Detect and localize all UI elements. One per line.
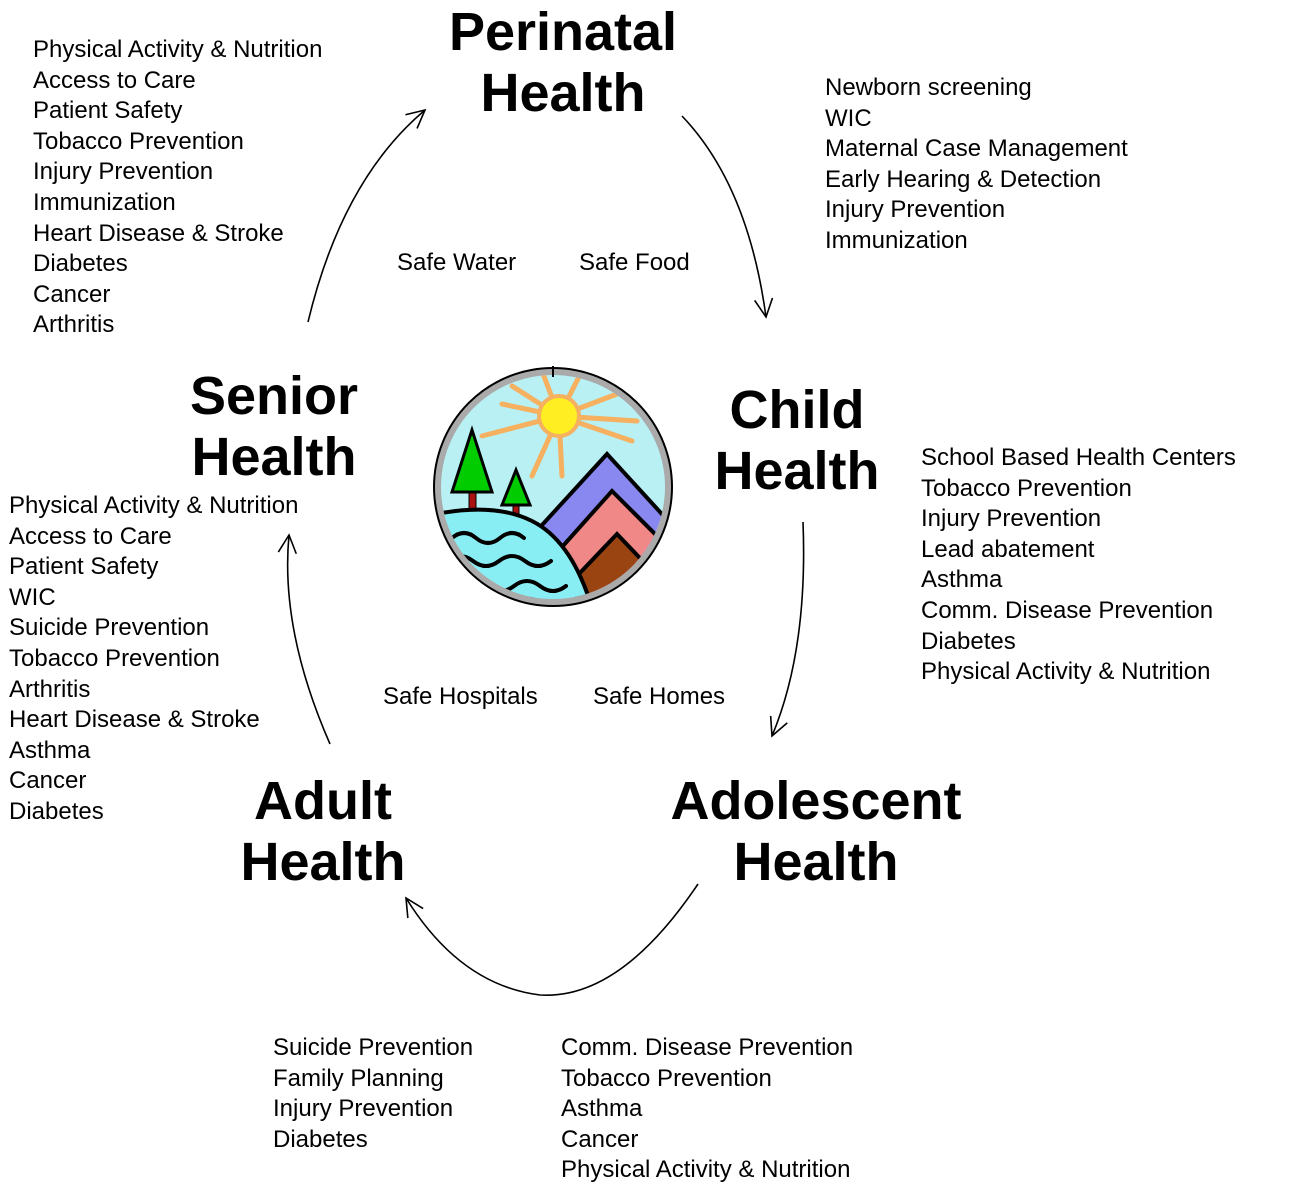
list-item: Heart Disease & Stroke xyxy=(33,219,284,247)
list-item: Injury Prevention xyxy=(825,196,1006,224)
safe-hospitals-label: Safe Hospitals xyxy=(383,683,538,710)
child-title-line2: Health xyxy=(714,441,880,501)
list-item: Physical Activity & Nutrition xyxy=(921,658,1211,686)
adult-programs-list: Suicide Prevention Family Planning Injur… xyxy=(273,1033,473,1155)
adolescent-programs-list: Comm. Disease Prevention Tobacco Prevent… xyxy=(561,1033,853,1186)
list-item: Cancer xyxy=(9,767,87,795)
list-item: Diabetes xyxy=(273,1125,368,1153)
list-item: Newborn screening xyxy=(825,74,1032,101)
list-item: WIC xyxy=(9,583,56,611)
list-item: Diabetes xyxy=(9,797,104,825)
list-item: Injury Prevention xyxy=(921,505,1102,533)
list-item: Immunization xyxy=(825,226,968,254)
senior-title-line2: Health xyxy=(191,427,357,487)
list-item: Arthritis xyxy=(33,311,115,339)
list-item: Maternal Case Management xyxy=(825,135,1128,163)
list-item: Injury Prevention xyxy=(273,1095,454,1123)
adolescent-health-title: Adolescent Health xyxy=(666,771,966,893)
tree-icon xyxy=(449,425,495,494)
list-item: WIC xyxy=(825,104,872,132)
safe-food-label: Safe Food xyxy=(579,249,690,276)
child-adolescent-programs-list: School Based Health Centers Tobacco Prev… xyxy=(921,443,1236,688)
arrow-child-to-adolescent xyxy=(769,521,805,738)
list-item: Patient Safety xyxy=(9,553,159,581)
list-item: Comm. Disease Prevention xyxy=(921,596,1214,624)
arrow-adult-to-senior xyxy=(277,533,331,745)
list-item: Asthma xyxy=(561,1095,643,1123)
adolescent-title-line1: Adolescent xyxy=(670,771,962,831)
senior-health-title: Senior Health xyxy=(184,366,364,488)
tree-icon xyxy=(499,465,533,507)
list-item: Early Hearing & Detection xyxy=(825,165,1102,193)
list-item: Diabetes xyxy=(921,627,1016,655)
perinatal-title-line2: Health xyxy=(480,63,646,123)
list-item: Access to Care xyxy=(33,66,196,94)
list-item: Comm. Disease Prevention xyxy=(561,1034,854,1061)
list-item: Access to Care xyxy=(9,522,172,550)
list-item: Tobacco Prevention xyxy=(9,644,220,672)
list-item: Tobacco Prevention xyxy=(561,1064,772,1092)
list-item: Cancer xyxy=(33,280,111,308)
list-item: Family Planning xyxy=(273,1064,444,1092)
list-item: Patient Safety xyxy=(33,97,183,125)
list-item: Tobacco Prevention xyxy=(33,127,244,155)
senior-title-line1: Senior xyxy=(189,366,359,426)
perinatal-title-line1: Perinatal xyxy=(448,2,678,62)
list-item: Physical Activity & Nutrition xyxy=(33,36,323,63)
child-health-title: Child Health xyxy=(707,380,887,502)
list-item: Lead abatement xyxy=(921,535,1095,563)
adult-title-line2: Health xyxy=(240,832,406,892)
adolescent-title-line2: Health xyxy=(733,832,899,892)
list-item: Injury Prevention xyxy=(33,158,214,186)
list-item: Arthritis xyxy=(9,675,91,703)
perinatal-health-title: Perinatal Health xyxy=(443,2,683,124)
list-item: Physical Activity & Nutrition xyxy=(561,1156,851,1184)
environment-logo xyxy=(433,366,673,607)
list-item: Diabetes xyxy=(33,250,128,278)
list-item: Suicide Prevention xyxy=(273,1034,474,1061)
arrow-senior-to-perinatal xyxy=(307,108,427,323)
senior-perinatal-programs-list: Physical Activity & Nutrition Access to … xyxy=(33,35,322,341)
list-item: Tobacco Prevention xyxy=(921,474,1132,502)
adult-senior-programs-list: Physical Activity & Nutrition Access to … xyxy=(9,491,298,828)
list-item: School Based Health Centers xyxy=(921,444,1236,471)
child-title-line1: Child xyxy=(729,380,865,440)
list-item: Cancer xyxy=(561,1125,639,1153)
adult-title-line1: Adult xyxy=(254,771,392,831)
arrow-perinatal-to-child xyxy=(681,115,774,319)
list-item: Physical Activity & Nutrition xyxy=(9,492,299,519)
adult-health-title: Adult Health xyxy=(233,771,413,893)
list-item: Asthma xyxy=(9,736,91,764)
arrow-adolescent-to-adult xyxy=(405,883,699,996)
safe-water-label: Safe Water xyxy=(397,249,517,276)
list-item: Immunization xyxy=(33,188,176,216)
safe-homes-label: Safe Homes xyxy=(593,683,726,710)
sun-icon xyxy=(537,394,581,438)
perinatal-child-programs-list: Newborn screening WIC Maternal Case Mana… xyxy=(825,73,1128,257)
list-item: Suicide Prevention xyxy=(9,614,210,642)
list-item: Asthma xyxy=(921,566,1003,594)
list-item: Heart Disease & Stroke xyxy=(9,706,260,734)
